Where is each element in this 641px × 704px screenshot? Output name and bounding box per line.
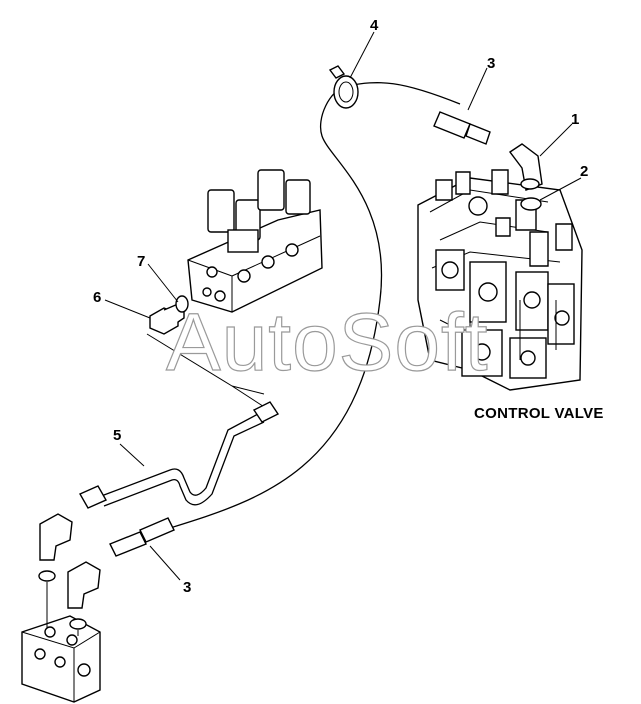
control-valve-assembly <box>417 169 583 391</box>
callout-6: 6 <box>93 289 101 306</box>
callout-3-upper: 3 <box>487 55 495 72</box>
o-ring <box>175 295 189 313</box>
solenoid-valve-block <box>187 169 323 313</box>
callout-leaders <box>104 31 582 581</box>
elbow-fittings-lower <box>38 513 101 636</box>
callout-2: 2 <box>580 163 588 180</box>
o-ring <box>520 197 542 211</box>
callout-4: 4 <box>370 17 379 34</box>
callout-1: 1 <box>571 111 579 128</box>
control-valve-label: CONTROL VALVE <box>474 405 604 422</box>
callout-3-lower: 3 <box>183 579 191 596</box>
hose-assembly-3 <box>109 82 491 557</box>
callout-7: 7 <box>137 253 145 270</box>
connection-line <box>146 333 273 413</box>
elbow-fitting <box>508 143 543 191</box>
hose-clamp <box>328 65 359 109</box>
distribution-block <box>21 615 101 703</box>
hose-assembly-5 <box>79 401 280 509</box>
callout-5: 5 <box>113 427 121 444</box>
